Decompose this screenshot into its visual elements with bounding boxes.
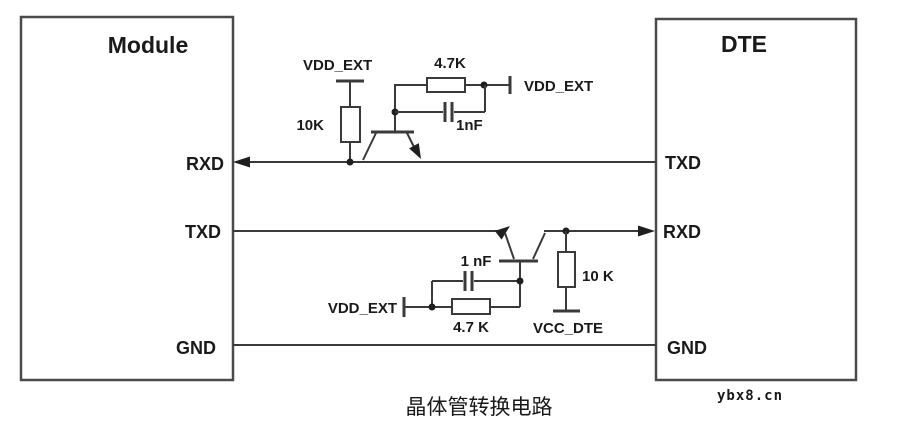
junction-dot (346, 158, 354, 166)
vdd-ext-top-left-label: VDD_EXT (303, 57, 372, 74)
transistor-q1 (362, 130, 421, 161)
junction-dot (516, 277, 524, 285)
module-title: Module (108, 32, 189, 58)
resistor-10k-top-label: 10K (296, 117, 324, 134)
module-box: Module RXD TXD GND (19, 15, 235, 382)
transistor-q2 (499, 232, 546, 307)
diagram-caption: 晶体管转换电路 (406, 395, 553, 419)
resistor-4k7-top (426, 77, 466, 93)
resistor-10k-bottom-label: 10 K (582, 268, 614, 285)
bottom-rc-network: 1 nF VDD_EXT 4.7 K (328, 253, 524, 336)
q2-collector (532, 232, 546, 260)
dte-pin-txd: TXD (665, 153, 701, 173)
resistor-10k-top (340, 106, 361, 143)
q1-arrowhead-icon (409, 143, 421, 159)
watermark-text: ybx8.cn (717, 388, 783, 404)
resistor-10k-bottom (557, 251, 576, 288)
vcc-dte-label: VCC_DTE (533, 320, 603, 337)
rxd-net-wire (233, 156, 656, 168)
resistor-4k7-bottom-label: 4.7 K (453, 319, 489, 336)
q2-emitter-arrowhead-icon (494, 226, 510, 240)
module-pin-rxd: RXD (186, 154, 224, 174)
resistor-4k7-top-label: 4.7K (434, 55, 466, 72)
dte-box: DTE TXD RXD GND (654, 17, 858, 382)
resistor-4k7-bottom (451, 298, 491, 315)
bottom-pullup-branch: 10 K VCC_DTE (533, 231, 614, 337)
q1-emitter (362, 132, 377, 161)
dte-pin-rxd: RXD (663, 222, 701, 242)
rxd-arrowhead-right-icon (638, 225, 655, 237)
dte-pin-gnd: GND (667, 338, 707, 358)
dte-title: DTE (721, 31, 767, 57)
top-pullup-branch: VDD_EXT 10K (296, 57, 372, 166)
module-box-outline (19, 15, 235, 382)
txd-net-wire (233, 226, 510, 240)
rxd-out-net-wire (544, 225, 655, 237)
rxd-arrowhead-left-icon (233, 156, 250, 168)
q2-emitter (504, 232, 515, 260)
vdd-ext-top-right-label: VDD_EXT (524, 78, 593, 95)
module-pin-gnd: GND (176, 338, 216, 358)
junction-dot (428, 303, 436, 311)
top-rc-network: 4.7K VDD_EXT 1nF (391, 55, 593, 134)
capacitor-1nf-top-label: 1nF (456, 117, 483, 134)
vdd-ext-bottom-label: VDD_EXT (328, 300, 397, 317)
dte-box-outline (654, 17, 858, 382)
capacitor-1nf-bottom-label: 1 nF (461, 253, 492, 270)
module-pin-txd: TXD (185, 222, 221, 242)
